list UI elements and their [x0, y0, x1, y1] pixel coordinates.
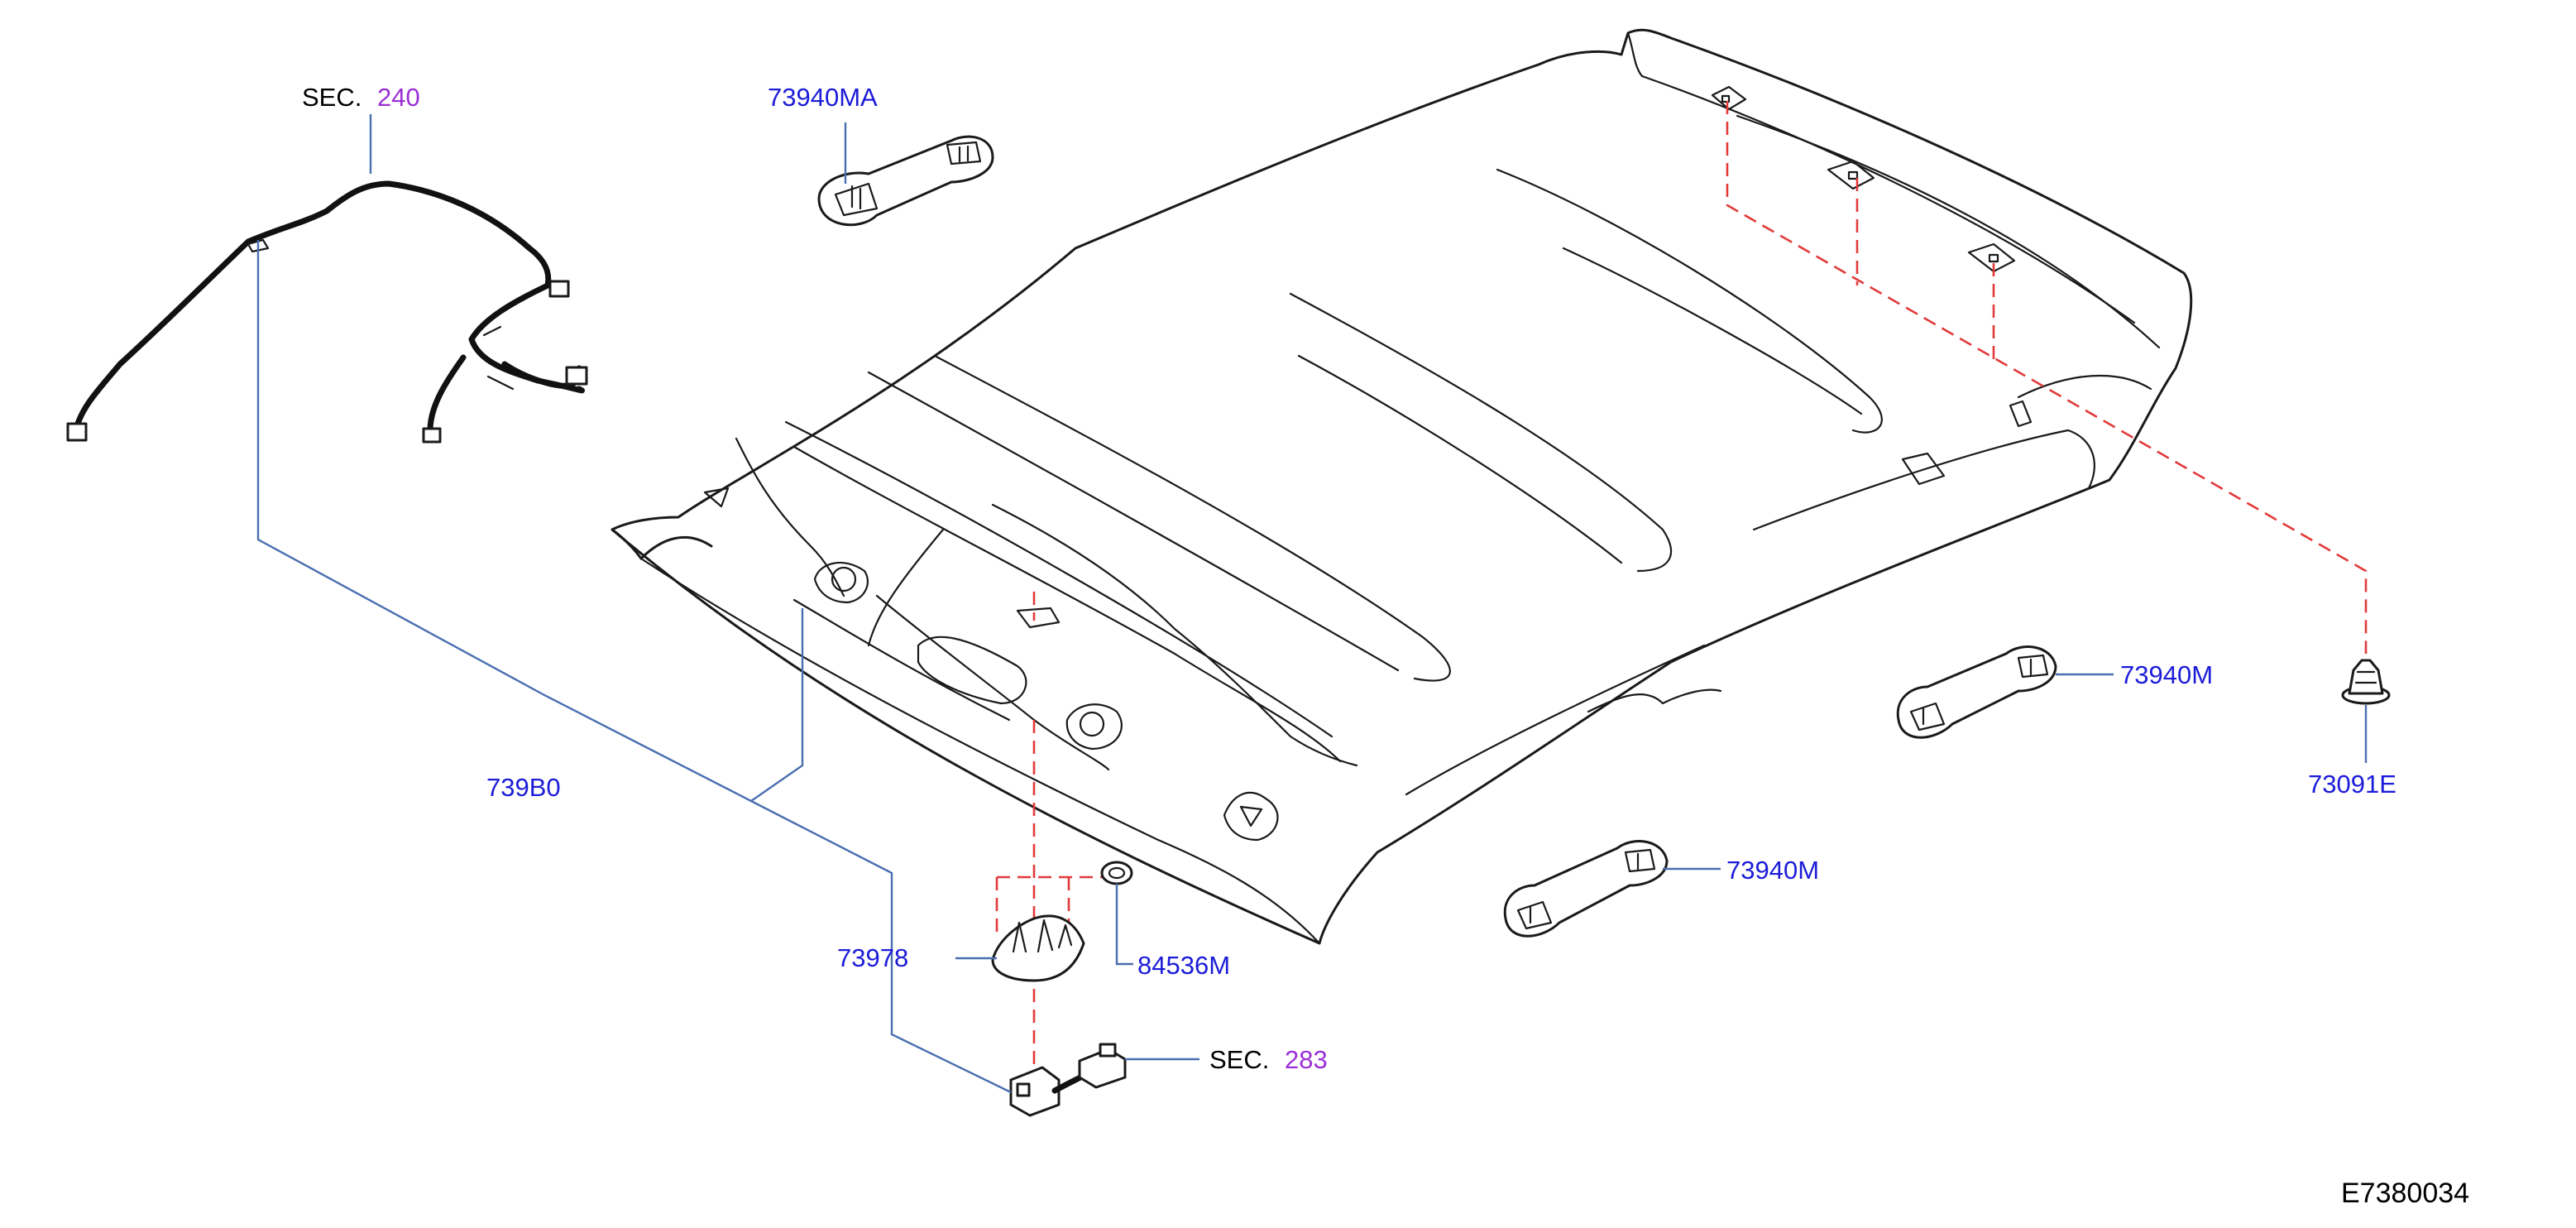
sec-240-number[interactable]: 240: [377, 83, 420, 112]
lamp-connector: [1009, 1043, 1127, 1117]
labels: SEC. 240 73940MA 73940M 73091E 739B0 739…: [302, 83, 2469, 1209]
roof-wire-harness: [66, 180, 588, 444]
headlining-panel: [610, 28, 2193, 945]
assist-grip-73940MA: [817, 135, 994, 227]
sec-283-word: SEC.: [1209, 1045, 1269, 1074]
part-label-73091E[interactable]: 73091E: [2308, 770, 2396, 799]
part-label-73940M-front[interactable]: 73940M: [1726, 856, 1819, 885]
part-label-739B0[interactable]: 739B0: [486, 773, 561, 802]
hidden-lines: [995, 101, 2368, 1076]
part-label-73940MA[interactable]: 73940MA: [768, 83, 878, 112]
part-label-73978[interactable]: 73978: [837, 943, 908, 972]
sec-283-number[interactable]: 283: [1285, 1045, 1328, 1074]
part-label-73940M-rear[interactable]: 73940M: [2120, 660, 2213, 689]
clip-73091E: [2341, 659, 2391, 705]
grommet-84536M: [1100, 861, 1133, 885]
sec-240-word: SEC.: [302, 83, 362, 112]
assist-grip-73940M-front: [1503, 840, 1669, 938]
drawing-id: E7380034: [2341, 1178, 2469, 1209]
assist-grip-73940M-rear: [1896, 645, 2057, 739]
lamp-bracket-73978: [991, 914, 1085, 982]
leader-lines: [256, 114, 2368, 1094]
part-label-84536M[interactable]: 84536M: [1137, 951, 1230, 980]
